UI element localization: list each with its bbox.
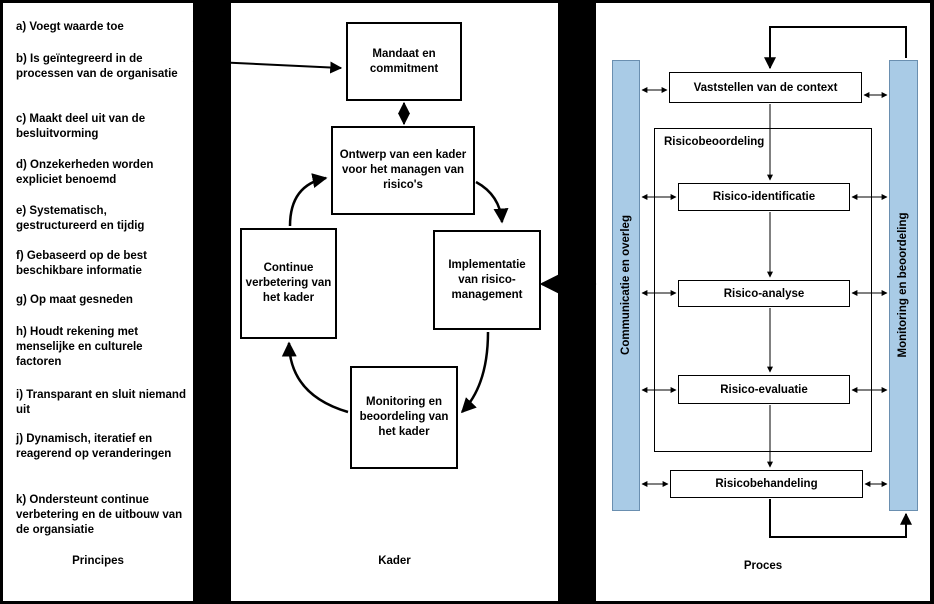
principle-f: f) Gebaseerd op de best beschikbare info… (16, 250, 148, 277)
principles-title: Principes (72, 555, 124, 567)
identification-box: Risico-identificatie (678, 183, 850, 211)
communication-bar (612, 60, 640, 511)
principle-e: e) Systematisch, gestructureerd en tijdi… (16, 205, 145, 232)
evaluation-box: Risico-evaluatie (678, 375, 850, 404)
process-title: Proces (743, 560, 783, 572)
principles-panel (3, 3, 193, 601)
principle-g: g) Op maat gesneden (16, 294, 133, 306)
context-box: Vaststellen van de context (669, 72, 862, 103)
implementation-box: Implementatie van risico-management (433, 230, 541, 330)
improvement-box: Continue verbetering van het kader (240, 228, 337, 339)
principle-b: b) Is geïntegreerd in de processen van d… (16, 53, 178, 80)
principle-c: c) Maakt deel uit van de besluitvorming (16, 113, 146, 140)
principle-h: h) Houdt rekening met menselijke en cult… (16, 326, 143, 368)
risk-assessment-label: Risicobeoordeling (664, 136, 765, 148)
framework-monitoring-box: Monitoring en beoordeling van het kader (350, 366, 458, 469)
monitoring-bar (889, 60, 918, 511)
principle-d: d) Onzekerheden worden expliciet benoemd (16, 159, 154, 186)
treatment-box: Risicobehandeling (670, 470, 863, 498)
principle-i: i) Transparant en sluit niemand uit (16, 389, 186, 416)
principle-a: a) Voegt waarde toe (16, 21, 124, 33)
framework-title: Kader (378, 555, 411, 567)
principle-k: k) Ondersteunt continue verbetering en d… (16, 494, 183, 536)
design-box: Ontwerp van een kader voor het managen v… (331, 126, 475, 215)
mandate-box: Mandaat en commitment (346, 22, 462, 101)
analysis-box: Risico-analyse (678, 280, 850, 307)
principle-j: j) Dynamisch, iteratief en reagerend op … (16, 433, 172, 460)
